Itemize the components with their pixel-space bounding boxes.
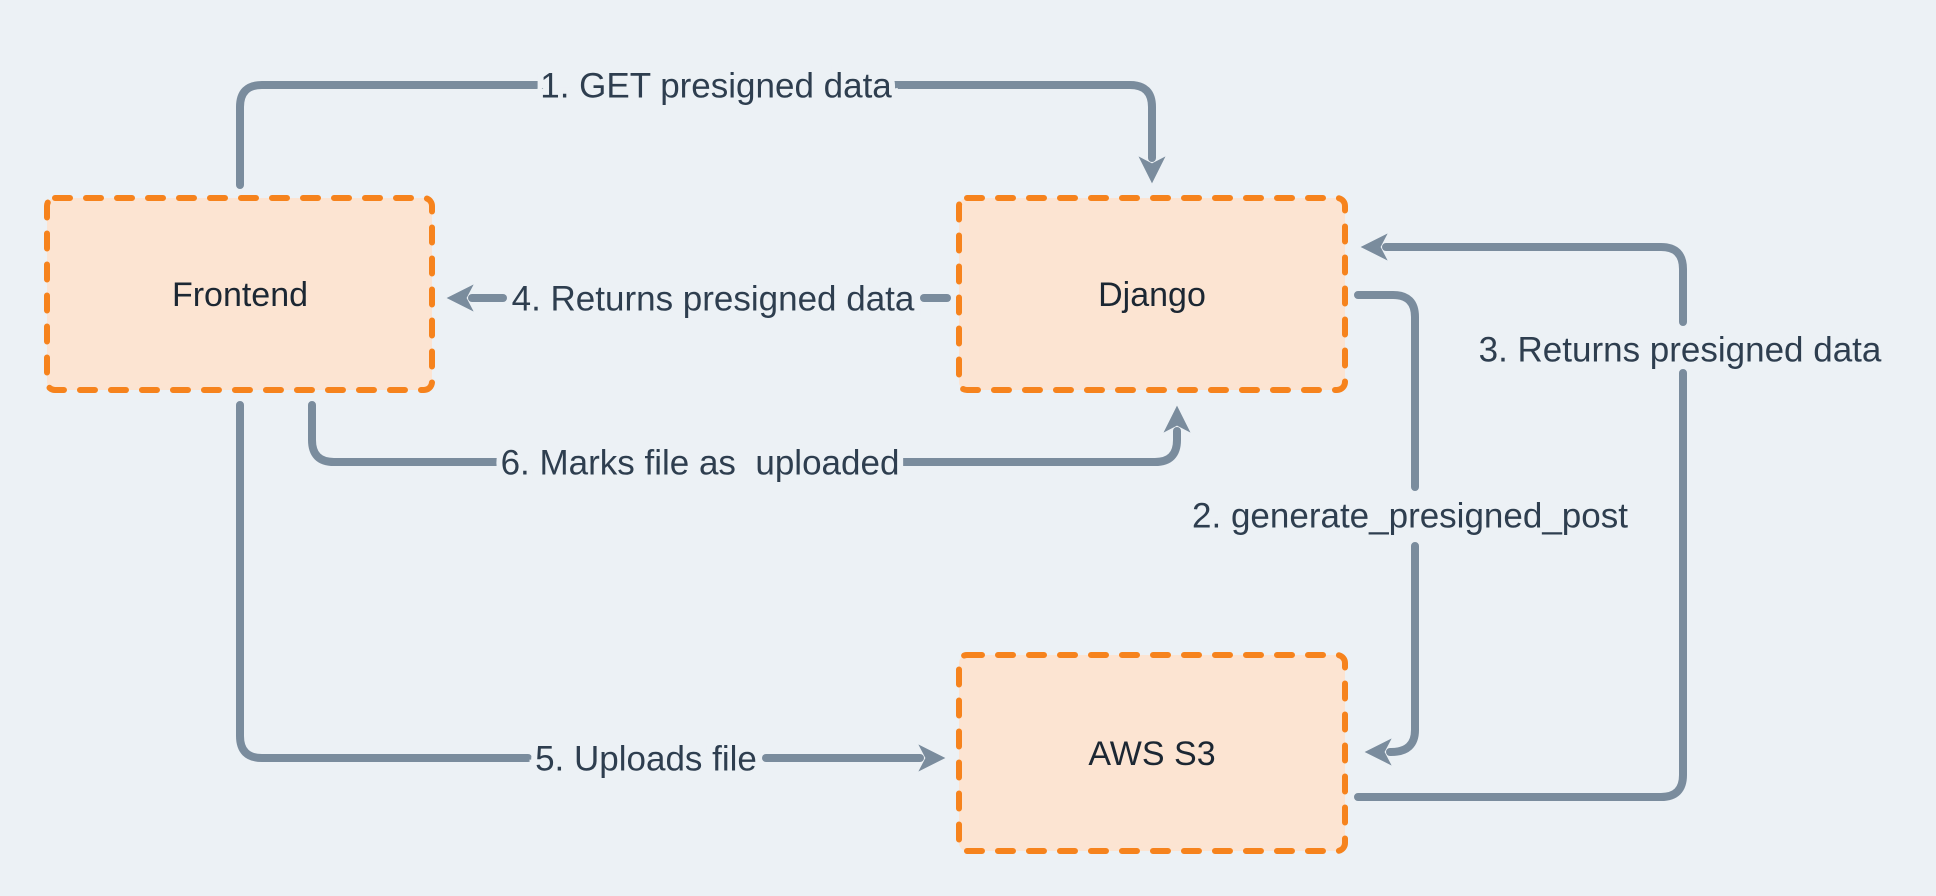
edge-6-path-end (896, 405, 1191, 466)
node-frontend: Frontend (44, 195, 435, 393)
edge-marks-file-uploaded: 6. Marks file as uploaded (308, 401, 1191, 489)
edge-2-path-end (1364, 542, 1419, 766)
node-frontend-label: Frontend (172, 276, 308, 314)
edge-get-presigned-data: 1. GET presigned data (236, 61, 1166, 189)
edge-6-label: 6. Marks file as uploaded (501, 444, 900, 483)
edge-5-path-start (236, 401, 532, 762)
edge-1-path-start (236, 81, 550, 189)
edge-1-label: 1. GET presigned data (540, 67, 892, 106)
edge-1-path-end (882, 81, 1166, 184)
node-django-label: Django (1098, 276, 1206, 314)
edge-returns-presigned-data-to-frontend: 4. Returns presigned data (446, 274, 951, 325)
edge-4-label: 4. Returns presigned data (512, 280, 915, 319)
edge-returns-presigned-data-to-django: 3. Returns presigned data (1354, 233, 1888, 801)
node-frontend-box (44, 195, 435, 393)
edge-6-path-start (308, 401, 504, 466)
edge-generate-presigned-post: 2. generate_presigned_post (1186, 291, 1634, 766)
node-aws-s3: AWS S3 (956, 652, 1348, 854)
node-django-box (956, 195, 1348, 393)
node-aws-s3-box (956, 652, 1348, 854)
edge-2-label: 2. generate_presigned_post (1192, 497, 1628, 536)
edge-uploads-file: 5. Uploads file (236, 401, 946, 785)
edge-3-path-start (1354, 369, 1687, 801)
node-aws-s3-label: AWS S3 (1088, 735, 1215, 773)
edge-2-path-start (1354, 291, 1419, 491)
node-django: Django (956, 195, 1348, 393)
edge-5-label: 5. Uploads file (535, 740, 757, 779)
edge-3-path-end (1360, 233, 1687, 326)
edge-3-label: 3. Returns presigned data (1479, 331, 1882, 370)
